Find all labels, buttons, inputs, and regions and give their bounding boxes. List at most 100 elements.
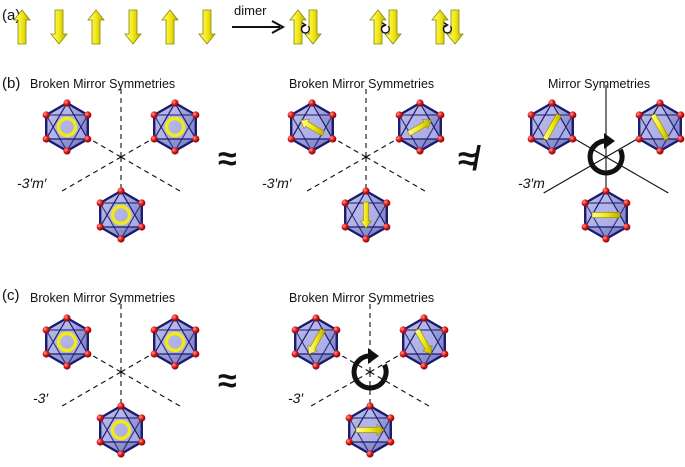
symmetry-axis: [58, 156, 122, 194]
oxygen-atom: [387, 438, 395, 446]
oxygen-atom: [117, 450, 125, 458]
symmetry-axis: [120, 371, 184, 409]
not-approx-symbol: ≉: [458, 140, 482, 178]
spin-down-arrow: [304, 9, 322, 45]
panel-c-label: (c): [2, 287, 20, 304]
oxygen-atom: [656, 99, 664, 107]
oxygen-atom: [581, 223, 589, 231]
approx-equal-symbol: ≈: [218, 140, 237, 178]
oxygen-atom: [96, 438, 104, 446]
spin-chain: [13, 9, 216, 45]
symmetry-axis: [605, 156, 669, 194]
oxygen-atom: [677, 111, 685, 119]
oxygen-atom: [656, 147, 664, 155]
oxygen-atom: [287, 111, 295, 119]
octahedron-face: [153, 101, 197, 140]
diagram-b2-group: -3′m′: [262, 175, 293, 191]
octahedron-face: [638, 101, 682, 140]
diagram-b3-title: Mirror Symmetries: [548, 77, 650, 91]
moment-bar: [650, 113, 670, 141]
oxygen-atom: [150, 111, 158, 119]
toroidal-ring: [110, 419, 132, 441]
oxygen-atom: [362, 235, 370, 243]
oxygen-atom: [635, 135, 643, 143]
symmetry-axis: [543, 156, 607, 194]
oxygen-atom: [527, 135, 535, 143]
rotation-arrow: [587, 138, 625, 176]
oxygen-atom: [150, 135, 158, 143]
oxygen-atom: [96, 199, 104, 207]
oxygen-atom: [395, 135, 403, 143]
oxygen-atom: [416, 99, 424, 107]
oxygen-atom: [150, 326, 158, 334]
oxygen-atom: [171, 147, 179, 155]
diagram-b-radial: [287, 85, 445, 243]
oxygen-atom: [569, 135, 577, 143]
oxygen-atom: [416, 147, 424, 155]
symmetry-axis: [369, 371, 433, 409]
moment-arrow: [407, 118, 432, 137]
oxygen-atom: [308, 147, 316, 155]
octahedron-face: [402, 329, 446, 368]
oxygen-atom: [345, 438, 353, 446]
moment-arrow: [359, 201, 373, 229]
moment-arrow: [300, 118, 325, 137]
octahedron-face: [153, 114, 197, 153]
curl-arrowhead: [443, 21, 449, 29]
oxygen-atom: [569, 111, 577, 119]
dimer-label: dimer: [234, 3, 267, 18]
oxygen-atom: [395, 111, 403, 119]
oxygen-atom: [333, 350, 341, 358]
oxygen-atom: [383, 223, 391, 231]
oxygen-atom: [117, 187, 125, 195]
oxygen-atom: [96, 414, 104, 422]
toroidal-ring: [110, 204, 132, 226]
oxygen-atom: [312, 314, 320, 322]
panel-b-label: (b): [2, 75, 20, 92]
diagram-b1-group: -3′m′: [17, 175, 48, 191]
diagram-c-canted: [291, 300, 449, 458]
oxygen-atom: [42, 111, 50, 119]
octahedron-face: [530, 114, 574, 153]
oxygen-atom: [341, 199, 349, 207]
oxygen-atom: [171, 99, 179, 107]
oxygen-atom: [117, 235, 125, 243]
octahedron-face: [99, 404, 143, 443]
diagram-b1-title: Broken Mirror Symmetries: [30, 77, 175, 91]
moment-arrow: [414, 328, 433, 355]
oxygen-atom: [63, 314, 71, 322]
dimer-chain: [289, 9, 464, 45]
oxygen-atom: [329, 111, 337, 119]
oxygen-atom: [192, 350, 200, 358]
curl-arrowhead: [381, 21, 387, 29]
moment-bar: [542, 113, 562, 141]
oxygen-atom: [548, 147, 556, 155]
spin-up-arrow: [369, 9, 387, 45]
oxygen-atom: [548, 99, 556, 107]
oxygen-atom: [84, 135, 92, 143]
oxygen-atom: [399, 326, 407, 334]
moment-arrow: [307, 328, 326, 355]
spin-up-arrow: [289, 9, 307, 45]
moment-arrow: [355, 423, 385, 437]
octahedron-face: [45, 316, 89, 355]
diagram-b3-group: -3′m: [518, 175, 545, 191]
oxygen-atom: [581, 199, 589, 207]
diagram-b2-title: Broken Mirror Symmetries: [289, 77, 434, 91]
oxygen-atom: [192, 111, 200, 119]
octahedron-face: [45, 114, 89, 153]
symmetry-axis: [365, 156, 429, 194]
oxygen-atom: [96, 223, 104, 231]
oxygen-atom: [117, 402, 125, 410]
spin-up-arrow: [431, 9, 449, 45]
dimer-arrowhead: [271, 20, 286, 34]
spin-down-arrow: [198, 9, 216, 45]
oxygen-atom: [383, 199, 391, 207]
oxygen-atom: [527, 111, 535, 119]
octahedron-face: [99, 417, 143, 456]
oxygen-atom: [366, 402, 374, 410]
oxygen-atom: [329, 135, 337, 143]
oxygen-atom: [623, 223, 631, 231]
spin-down-arrow: [446, 9, 464, 45]
octahedron-face: [402, 316, 446, 355]
